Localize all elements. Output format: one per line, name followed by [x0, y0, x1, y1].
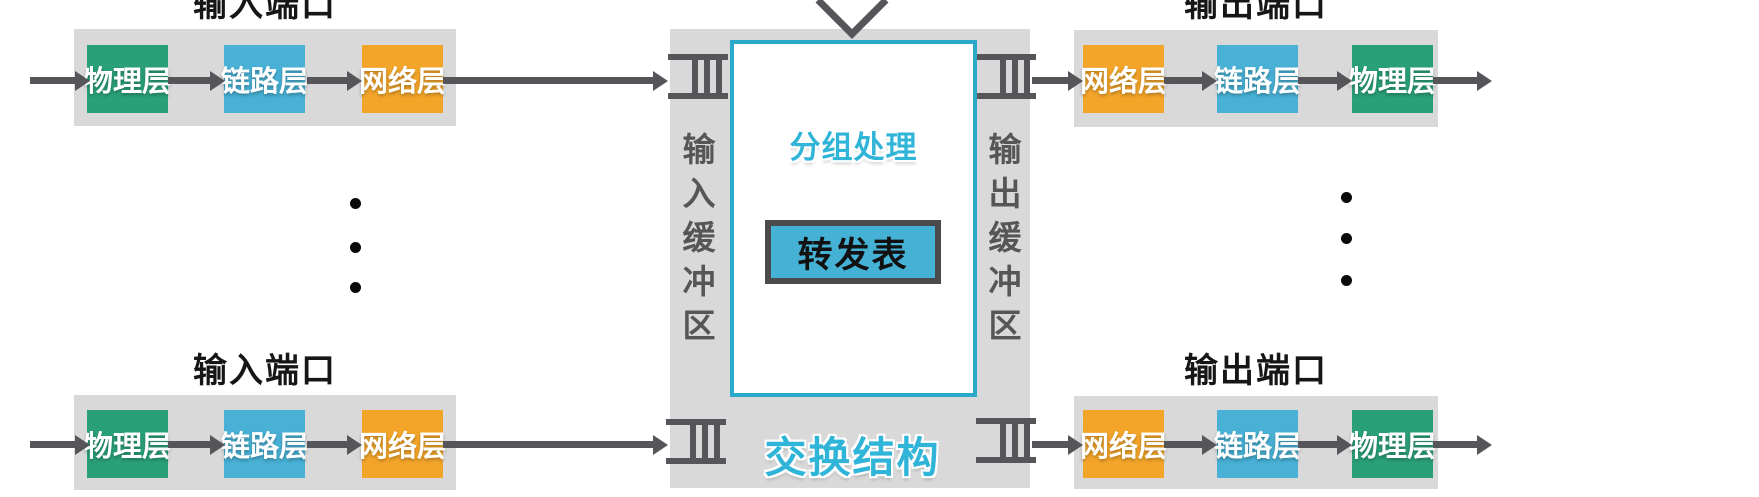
physical-layer-box: 物理层: [1349, 45, 1436, 113]
network-layer-box: 网络层: [359, 45, 446, 113]
input-port-title-top: 输入端口: [193, 0, 337, 24]
input-buffer-label: 输入缓冲区: [678, 132, 715, 352]
flow-arrow: [1164, 434, 1217, 455]
flow-arrow: [168, 434, 225, 455]
ellipsis-dot: [350, 198, 361, 209]
network-layer-box: 网络层: [359, 410, 446, 478]
input-port-title-bottom: 输入端口: [193, 352, 337, 390]
output-queue-icon: [976, 54, 1036, 99]
forwarding-table-box: 转发表: [765, 220, 941, 284]
flow-arrow: [1298, 70, 1352, 91]
flow-arrow: [1298, 434, 1352, 455]
ellipsis-dot: [1341, 192, 1352, 203]
physical-layer-box: 物理层: [1349, 410, 1436, 478]
link-layer-box: 链路层: [1214, 410, 1301, 478]
output-queue-icon: [976, 418, 1036, 463]
input-queue-icon: [668, 54, 728, 99]
ellipsis-dot: [1341, 275, 1352, 286]
ellipsis-dot: [350, 242, 361, 253]
link-layer-box: 链路层: [221, 45, 308, 113]
flow-arrow: [168, 70, 225, 91]
output-port-title-bottom: 输出端口: [1184, 352, 1328, 390]
output-port-title-top: 输出端口: [1184, 0, 1328, 24]
input-queue-icon: [666, 419, 726, 464]
physical-layer-box: 物理层: [84, 45, 171, 113]
physical-layer-box: 物理层: [84, 410, 171, 478]
flow-arrow: [1164, 70, 1217, 91]
network-layer-box: 网络层: [1080, 45, 1167, 113]
flow-arrow: [443, 70, 668, 91]
flow-arrow: [307, 70, 362, 91]
packet-processing-box: [730, 40, 977, 397]
flow-arrow: [307, 434, 362, 455]
routing-input-arrowhead-icon: [815, 0, 889, 39]
packet-processing-label: 分组处理: [789, 130, 918, 165]
flow-arrow: [30, 70, 90, 91]
flow-arrow: [30, 434, 90, 455]
flow-arrow: [443, 434, 668, 455]
flow-arrow: [1032, 70, 1083, 91]
switching-fabric-label: 交换结构: [764, 434, 941, 481]
link-layer-box: 链路层: [1214, 45, 1301, 113]
flow-arrow: [1433, 434, 1492, 455]
flow-arrow: [1433, 70, 1492, 91]
ellipsis-dot: [1341, 233, 1352, 244]
link-layer-box: 链路层: [221, 410, 308, 478]
ellipsis-dot: [350, 282, 361, 293]
flow-arrow: [1032, 434, 1083, 455]
network-layer-box: 网络层: [1080, 410, 1167, 478]
output-buffer-label: 输出缓冲区: [984, 132, 1021, 352]
